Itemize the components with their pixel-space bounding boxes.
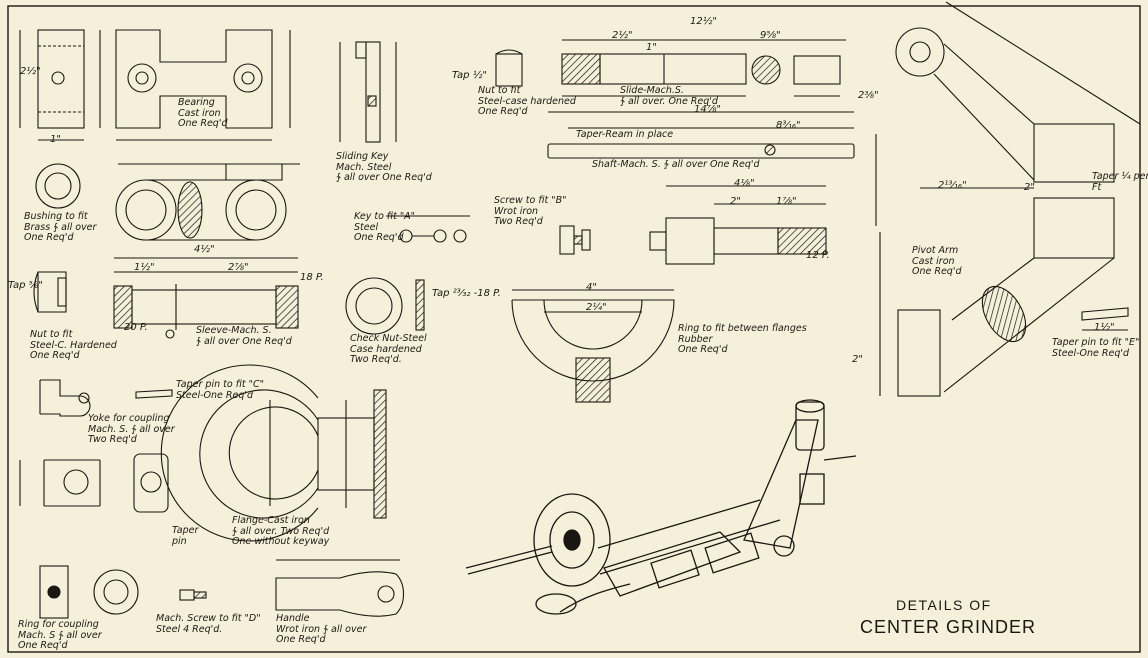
mach-screw-label: Mach. Screw to fit "D" Steel 4 Req'd. [156,613,261,635]
check-nut-drawing [345,277,425,335]
taper-pin-c-drawing [135,389,173,399]
ring-coupling-drawing [39,565,139,619]
flange-label: Flange-Cast iron ∱ all over. Two Req'd O… [232,515,330,547]
sleeve-drawing [113,257,299,339]
taper-pin-e-drawing [1081,307,1129,331]
shaft-label: Shaft-Mach. S. ∱ all over One Req'd [592,159,760,170]
dim-label: 2⅞" [228,262,249,273]
bearing-section-drawing [115,163,300,241]
key-label: Key to fit "A" Steel One Req'd [354,211,416,243]
title-line-1: DETAILS OF [896,597,992,613]
slide-label: Slide-Mach.S. ∱ all over. One Req'd [620,85,718,107]
sliding-key-label: Sliding Key Mach. Steel ∱ all over One R… [336,151,432,183]
nut-top-label: Nut to fit Steel-case hardened One Req'd [478,85,576,117]
bearing-label: Bearing Cast iron One Req'd [178,97,228,129]
dim-label: 1⅞" [776,196,797,207]
sleeve-label: Sleeve-Mach. S. ∱ all over One Req'd [196,325,292,347]
handle-drawing [275,559,405,617]
flange-drawing [160,364,387,542]
dim-label: 2½" [612,30,633,41]
key-drawing [386,215,470,243]
dim-label: 14⅞" [694,104,722,115]
bearing-drawing [19,29,291,141]
dim-label: 8³⁄₁₆" [776,120,801,131]
dim-label: 18 P. [300,272,324,283]
dim-label: Tap ⅝" [8,280,44,291]
dim-label: 9⅝" [760,30,781,41]
handle-label: Handle Wrot iron ∱ all over One Req'd [276,613,367,645]
check-nut-label: Check Nut-Steel Case hardened Two Req'd. [350,333,427,365]
ring-drawing [511,289,675,403]
title-line-2: CENTER GRINDER [860,617,1037,637]
dim-label: 2⅜" [858,90,879,101]
yoke-label: Yoke for coupling Mach. S. ∱ all over Tw… [88,413,175,445]
dim-label: Tap ²³⁄₃₂ -18 P. [432,288,501,299]
dim-label: 12 P. [806,250,830,261]
yoke-drawing [19,379,101,507]
pivot-arm-label: Pivot Arm Cast iron One Req'd [912,245,962,277]
bushing-label: Bushing to fit Brass ∱ all over One Req'… [24,211,97,243]
sliding-key-drawing [339,41,397,143]
taper-per-ft-label: Taper ¼ per Ft [1092,171,1148,193]
dim-label: 2" [730,196,741,207]
dim-label: 4½" [194,244,215,255]
dim-label: 20 P. [124,322,148,333]
screw-b-label: Screw to fit "B" Wrot iron Two Req'd [494,195,567,227]
dim-label: 4⅛" [734,178,755,189]
dim-label: 1½" [1094,322,1115,333]
dim-label: 1" [50,134,61,145]
pivot-arm-drawing [875,1,1141,397]
dim-label: 2½" [20,66,41,77]
nut-top-drawing [495,49,523,87]
dim-label: 4" [586,282,597,293]
dim-label: Tap ½" [452,70,488,81]
dim-label: 1½" [134,262,155,273]
dim-label: 1" [646,42,657,53]
taper-ream-label: Taper-Ream in place [576,129,674,140]
bushing-drawing [35,163,81,209]
pivot-pin-drawing [649,185,827,265]
dim-label: 2" [1024,182,1035,193]
nut-left-drawing [33,271,67,313]
assembly-drawing [465,399,857,615]
ring-flanges-label: Ring to fit between flanges Rubber One R… [678,323,807,355]
dim-label: 2¼" [586,302,607,313]
dim-label: 12½" [690,16,718,27]
nut-left-label: Nut to fit Steel-C. Hardened One Req'd [30,329,117,361]
dim-label: 2" [852,354,863,365]
dim-label: 2¹³⁄₁₆" [938,180,967,191]
coupling-drawing [133,453,169,513]
taper-pin-c-label: Taper pin to fit "C" Steel-One Req'd [176,379,264,401]
taper-pin-e-label: Taper pin to fit "E" Steel-One Req'd [1052,337,1140,359]
ring-coupling-label: Ring for coupling Mach. S ∱ all over One… [18,619,102,651]
slide-drawing [561,39,846,97]
screw-b-drawing [559,225,591,255]
mach-screw-drawing [179,589,207,601]
taper-pin-text: Taper pin [172,525,199,547]
shaft-drawing [547,111,855,159]
